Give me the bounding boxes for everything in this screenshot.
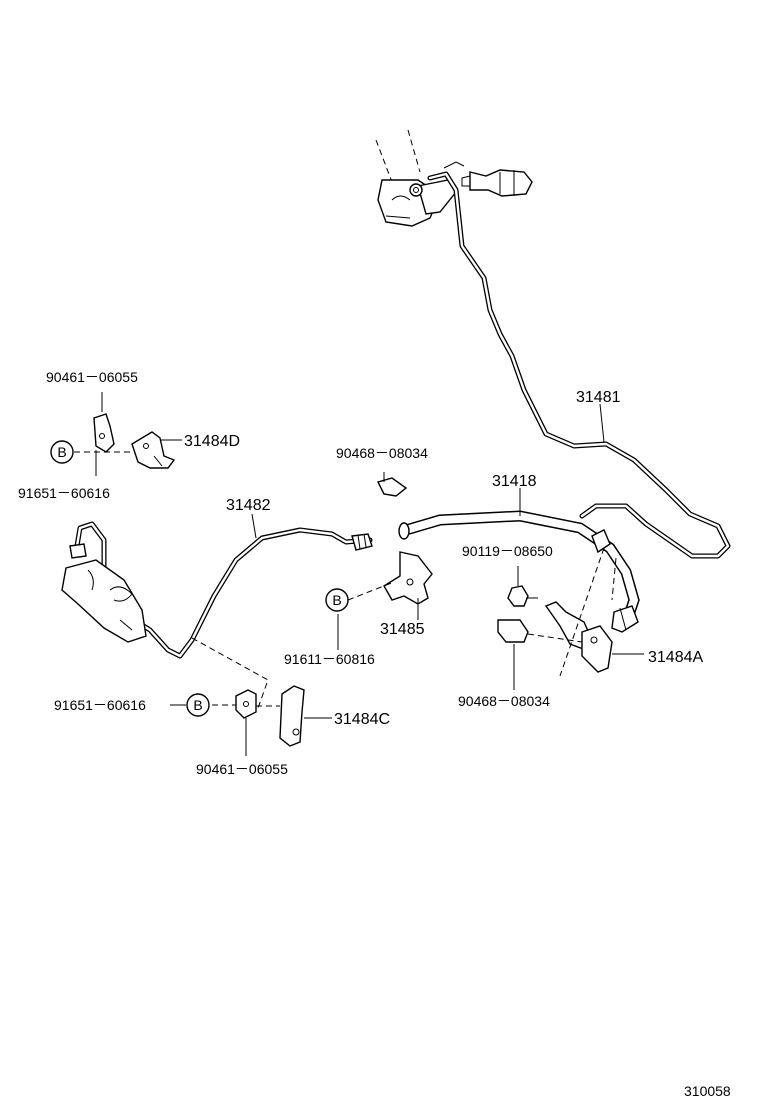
label-nut-top-left: 91651－60616 <box>18 485 110 501</box>
ref-b-text-3: B <box>193 697 202 713</box>
slave-cylinder <box>61 543 147 643</box>
figure-number: 310058 <box>684 1083 731 1099</box>
label-bolt-right: 90119－08650 <box>462 543 553 559</box>
label-nut-bottom: 91651－60616 <box>54 697 146 713</box>
leader-lines <box>170 403 605 706</box>
ref-b-text-2: B <box>332 592 341 608</box>
bracket-31484D-group <box>74 392 182 476</box>
label-31418: 31418 <box>492 473 537 490</box>
label-clamp-right: 90468－08034 <box>458 693 550 709</box>
label-31484A: 31484A <box>648 649 703 666</box>
master-cylinder-assembly <box>375 129 533 227</box>
label-31485: 31485 <box>380 621 425 638</box>
ref-b-marker-3: B <box>186 693 210 717</box>
bracket-31485-group <box>337 472 433 650</box>
pipe-31481 <box>427 171 731 559</box>
label-clamp-top-right: 90468－08034 <box>336 445 428 461</box>
ref-b-marker-1: B <box>50 440 74 464</box>
label-clip-top-left: 90461－06055 <box>46 369 138 385</box>
ref-b-marker-2: B <box>325 588 349 612</box>
label-bolt-middle: 91611－60816 <box>284 651 375 667</box>
hose-31418 <box>398 510 640 633</box>
bracket-31484C-group <box>191 637 332 756</box>
bracket-31484A-group <box>497 547 644 690</box>
ref-b-text-1: B <box>57 444 66 460</box>
label-31484C: 31484C <box>334 711 390 728</box>
label-31481: 31481 <box>576 389 621 406</box>
pipe-31482 <box>73 521 373 659</box>
label-clip-bottom: 90461－06055 <box>196 761 288 777</box>
label-31482: 31482 <box>226 497 271 514</box>
label-31484D: 31484D <box>184 433 240 450</box>
